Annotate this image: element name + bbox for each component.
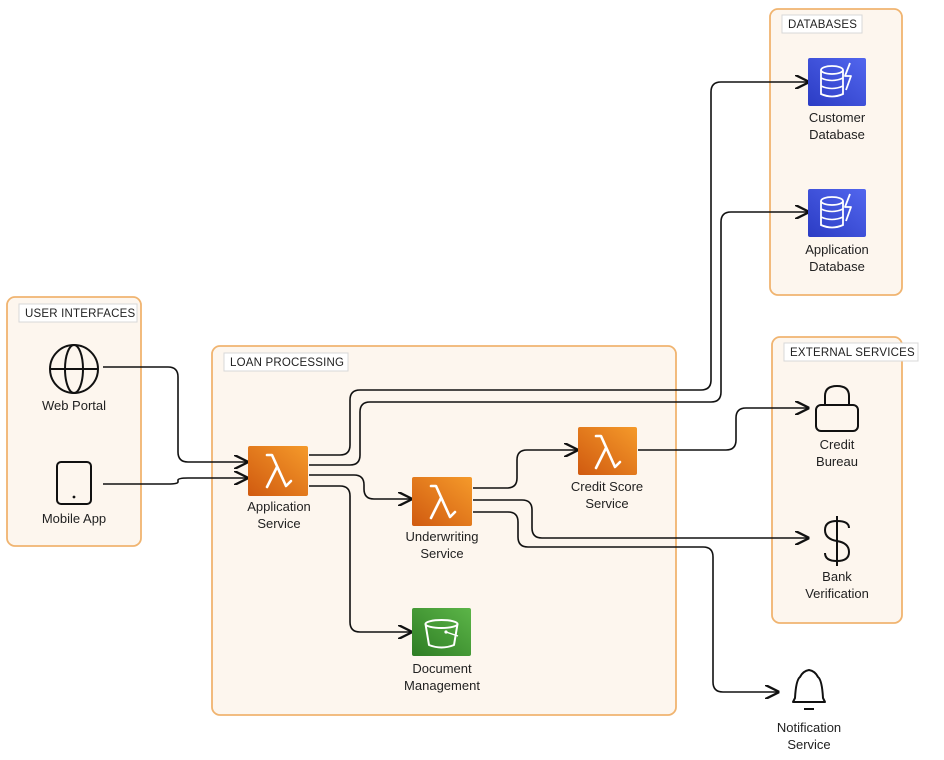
database-icon [808, 58, 866, 106]
edge-application-service-to-document-management [309, 485, 411, 632]
database-icon [808, 189, 866, 237]
node-label-line1: Credit [820, 437, 855, 452]
lambda-icon [248, 446, 308, 496]
edge-application-service-to-underwriting-service [309, 474, 411, 499]
node-credit-bureau[interactable]: Credit Bureau [815, 384, 859, 469]
edge-application-service-to-application-database [309, 212, 808, 466]
mobile-icon [56, 461, 92, 505]
edge-underwriting-to-notification-service [473, 511, 778, 692]
node-label-line2: Management [404, 678, 480, 693]
node-label-line2: Verification [805, 586, 869, 601]
edges [103, 82, 808, 692]
bell-icon [792, 669, 826, 710]
lambda-icon [578, 427, 637, 475]
edge-application-service-to-customer-database [309, 82, 808, 456]
node-label-line2: Database [809, 127, 865, 142]
globe-icon [49, 344, 99, 394]
node-label-line1: Document [412, 661, 472, 676]
node-label-line1: Notification [777, 720, 841, 735]
node-label-line1: Bank [822, 569, 852, 584]
edge-underwriting-to-credit-score-service [473, 450, 577, 489]
node-document-management[interactable]: Document Management [404, 608, 480, 693]
node-label-line2: Service [787, 737, 830, 752]
node-application-service[interactable]: Application Service [247, 446, 311, 531]
node-customer-database[interactable]: Customer Database [808, 58, 866, 142]
node-label-line1: Application [805, 242, 869, 257]
lambda-icon [412, 477, 472, 526]
node-label-line2: Service [420, 546, 463, 561]
node-label-line1: Application [247, 499, 311, 514]
group-label-databases: DATABASES [788, 19, 857, 31]
node-label-line1: Underwriting [406, 529, 479, 544]
node-underwriting-service[interactable]: Underwriting Service [406, 477, 479, 561]
node-label-line2: Service [257, 516, 300, 531]
bucket-icon [412, 608, 471, 656]
group-label-user-interfaces: USER INTERFACES [25, 308, 135, 320]
node-bank-verification[interactable]: Bank Verification [805, 516, 869, 601]
group-label-loan-processing: LOAN PROCESSING [230, 357, 344, 369]
lock-icon [815, 384, 859, 432]
group-label-external-services: EXTERNAL SERVICES [790, 347, 915, 359]
edge-credit-score-to-credit-bureau [638, 408, 808, 451]
node-notification-service[interactable]: Notification Service [777, 669, 841, 752]
dollar-icon [823, 516, 851, 566]
node-mobile-app[interactable]: Mobile App [42, 461, 106, 526]
node-label-line2: Bureau [816, 454, 858, 469]
node-label-line2: Database [809, 259, 865, 274]
edge-mobile-app-to-application-service [103, 478, 247, 484]
node-web-portal[interactable]: Web Portal [42, 344, 106, 413]
node-label: Web Portal [42, 398, 106, 413]
edge-underwriting-to-bank-verification [473, 499, 808, 538]
node-label: Mobile App [42, 511, 106, 526]
node-label-line2: Service [585, 496, 628, 511]
group-user-interfaces: USER INTERFACES [6, 296, 142, 547]
node-application-database[interactable]: Application Database [805, 189, 869, 274]
edge-web-portal-to-application-service [103, 366, 247, 462]
node-label-line1: Credit Score [571, 479, 643, 494]
node-label-line1: Customer [809, 110, 866, 125]
node-credit-score-service[interactable]: Credit Score Service [571, 427, 643, 511]
group-loan-processing: LOAN PROCESSING [211, 345, 677, 716]
